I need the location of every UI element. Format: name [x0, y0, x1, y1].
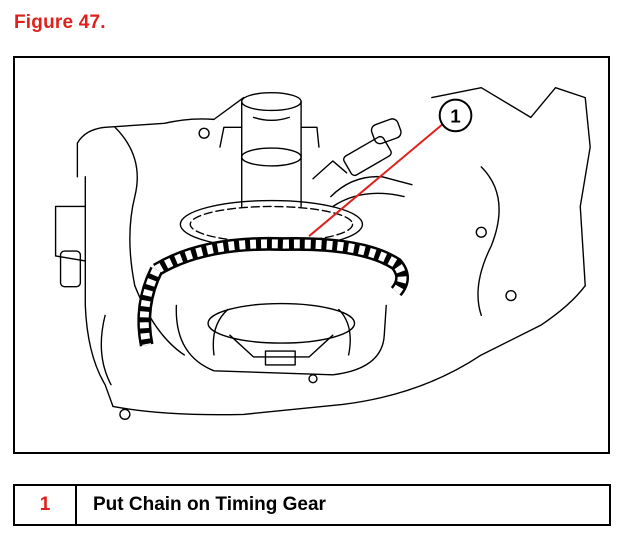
valve-spring-line — [330, 175, 413, 198]
gear-spokes — [212, 308, 351, 356]
callout-circle — [438, 98, 473, 133]
engine-timing-chain-drawing: 1 — [54, 87, 591, 421]
cam-lobes — [219, 126, 320, 148]
block-outline-bottom — [112, 284, 586, 416]
spring-clip — [312, 160, 348, 180]
bolt-hole — [198, 127, 210, 139]
housing-contour-2 — [134, 284, 185, 356]
camshaft-top — [241, 91, 302, 112]
legend-row-description: Put Chain on Timing Gear — [93, 494, 326, 515]
figure-title: Figure 47. — [14, 12, 106, 33]
left-bracket — [54, 205, 86, 262]
block-outline-left — [84, 176, 114, 408]
bolt-hole — [505, 289, 517, 302]
callout-leader-line — [308, 122, 445, 237]
gear-key — [264, 350, 296, 366]
timing-chain-top-run — [152, 236, 409, 297]
lower-left-rib — [100, 314, 112, 386]
upper-chain-links — [189, 205, 354, 243]
valve-spring-line-2 — [332, 192, 405, 208]
callout-1: 1 — [308, 98, 473, 237]
bolt-hole — [119, 408, 131, 421]
timing-chain-left-links — [139, 267, 161, 346]
housing-contour-3 — [477, 166, 500, 317]
block-outline-top-right — [431, 87, 532, 119]
timing-gear-face — [207, 302, 356, 344]
legend-table: 1 Put Chain on Timing Gear — [13, 484, 611, 526]
timing-chain-top-links — [154, 239, 407, 295]
timing-chain — [137, 236, 409, 347]
timing-gear-body — [175, 304, 387, 376]
callout-number: 1 — [450, 105, 460, 126]
legend-row-number: 1 — [15, 486, 77, 524]
figure-illustration: 1 — [13, 56, 610, 454]
bolt-hole — [308, 374, 318, 384]
camshaft — [241, 100, 302, 208]
rocker-arm — [343, 135, 392, 177]
block-outline-upper — [76, 96, 245, 178]
valve-cap — [370, 118, 402, 145]
camshaft-collar — [241, 147, 302, 167]
block-outline-right — [530, 87, 591, 287]
bolt-hole — [475, 226, 487, 238]
housing-contour-1 — [114, 126, 138, 287]
left-boss — [59, 250, 82, 288]
gear-hub — [229, 334, 334, 358]
camshaft-highlight — [252, 116, 290, 122]
